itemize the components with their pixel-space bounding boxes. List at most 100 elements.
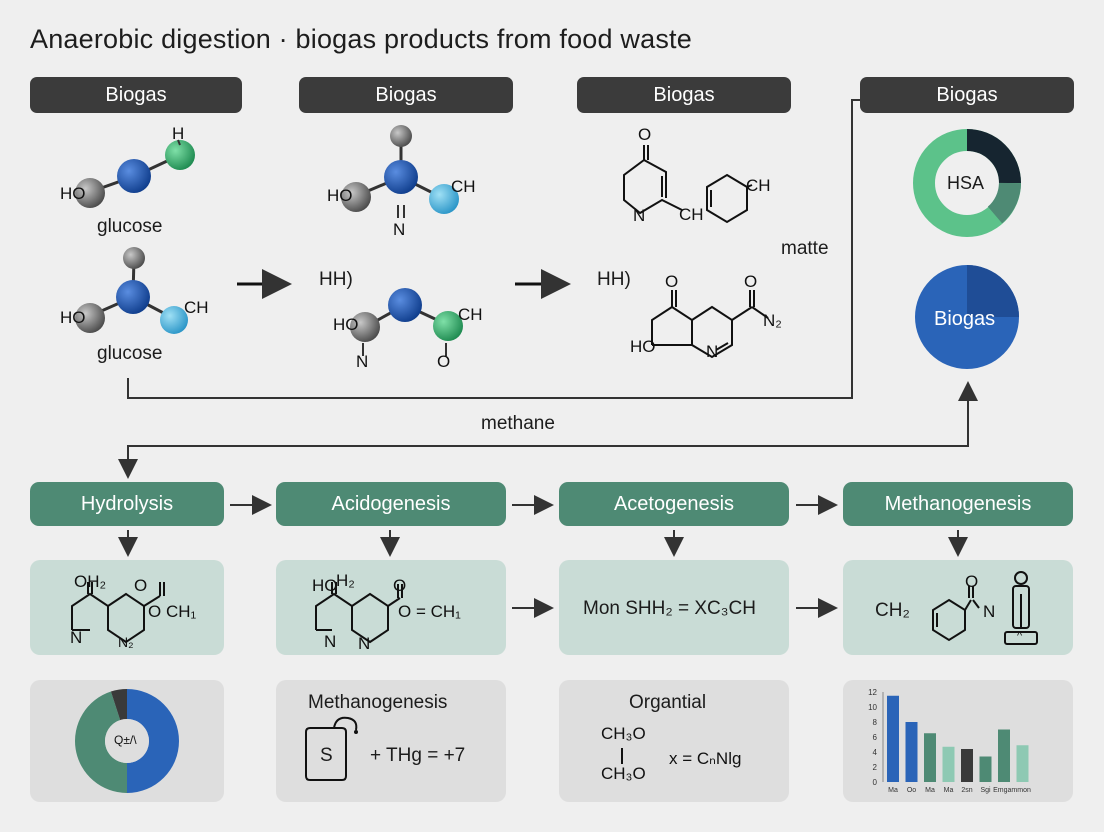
atom-label: OH₂	[74, 572, 107, 591]
hh-label: HH)	[597, 269, 631, 290]
pie-slice	[127, 689, 179, 793]
atom-grey	[75, 178, 105, 208]
methane-label: methane	[481, 413, 555, 434]
methanogenesis-box: CH₂ O N ^	[843, 560, 1073, 655]
structure-icon	[932, 571, 1038, 645]
hh-label: HH)	[319, 269, 353, 290]
methanogenesis-title: Methanogenesis	[308, 692, 448, 713]
atom-grey	[123, 247, 145, 269]
y-tick-label: 4	[873, 748, 878, 757]
atom-blue	[384, 160, 418, 194]
stage-acidogenesis: Acidogenesis	[276, 482, 506, 526]
atom-label: HO	[312, 576, 338, 595]
atom-cyan	[429, 184, 459, 214]
structure-6	[706, 173, 753, 224]
atom-label: O = CH₁	[398, 602, 461, 621]
page-title: Anaerobic digestion · biogas products fr…	[30, 24, 692, 54]
atom-label: O	[744, 272, 758, 291]
atom-label: O	[393, 576, 407, 595]
s-label: S	[320, 745, 333, 766]
atom-label: HO	[333, 315, 359, 334]
ch3o-bottom: CH₃O	[601, 764, 646, 783]
atom-label: N	[706, 342, 719, 361]
x-tick-label: Ma	[925, 787, 935, 794]
atom-label: N	[633, 206, 646, 225]
atom-grey	[350, 312, 380, 342]
atom-label: HO	[327, 186, 353, 205]
glucose-label: glucose	[97, 216, 163, 237]
atom-green	[433, 311, 463, 341]
stage-methanogenesis: Methanogenesis	[843, 482, 1073, 526]
bar	[961, 749, 973, 782]
bar	[979, 756, 992, 782]
bond-line	[621, 748, 623, 764]
methanogenesis-formula: + THg = +7	[370, 745, 466, 766]
atom-label: O	[965, 572, 979, 591]
atom-label: N	[324, 632, 337, 651]
hsa-donut-chart	[913, 129, 1021, 237]
x-tick-label: Sgi	[980, 787, 991, 794]
atom-label: N₂	[763, 311, 782, 330]
atom-label: H₂	[336, 571, 355, 590]
ch3o-top: CH₃O	[601, 724, 646, 743]
flow-connector	[127, 99, 860, 399]
donut-center-label: HSA	[947, 173, 985, 193]
y-tick-label: 0	[873, 778, 878, 787]
caret-label: ^	[1017, 630, 1023, 642]
atom-label: N	[70, 628, 83, 647]
bottom-pie-box: Q±/\	[30, 680, 224, 802]
atom-label: CH	[679, 205, 704, 224]
atom-grey	[390, 125, 412, 147]
y-tick-label: 8	[873, 718, 878, 727]
bar	[942, 746, 955, 782]
bar	[905, 722, 918, 782]
pie-center-label: Q±/\	[114, 733, 137, 747]
atom-label: CH	[451, 177, 476, 196]
atom-label: H	[172, 124, 185, 143]
biogas-pill-4: Biogas	[860, 77, 1074, 113]
atom-label: N	[356, 352, 369, 371]
atom-grey	[75, 303, 105, 333]
structure-icon	[315, 582, 403, 644]
y-tick-label: 10	[868, 703, 877, 712]
organtial-title: Organtial	[629, 692, 707, 713]
acidogenesis-box: HO H₂ O O = CH₁ N N	[276, 560, 506, 655]
stage-hydrolysis: Hydrolysis	[30, 482, 224, 526]
acetogenesis-formula: Mon SHH₂ = XC₃CH	[583, 598, 756, 619]
acetogenesis-box: Mon SHH₂ = XC₃CH	[559, 560, 789, 655]
y-tick-label: 6	[873, 733, 878, 742]
x-tick-label: 2sn	[961, 787, 972, 794]
atom-label: N	[393, 220, 406, 239]
atom-label: O	[638, 125, 652, 144]
y-tick-label: 12	[868, 688, 877, 697]
bar	[1016, 745, 1029, 782]
hydrolysis-box: OH₂ O O CH₁ N N₂	[30, 560, 224, 655]
atom-label: CH	[746, 176, 771, 195]
atom-label: CH	[184, 298, 209, 317]
x-tick-label: Oo	[907, 787, 916, 794]
biogas-pill-2: Biogas	[299, 77, 513, 113]
pie-center-label: Biogas	[934, 308, 996, 330]
bar	[998, 729, 1010, 782]
atom-label: O	[437, 352, 451, 371]
atom-label: HO	[630, 337, 656, 356]
biogas-pie-chart	[915, 265, 1019, 369]
bar	[887, 695, 899, 782]
pie-hole	[105, 719, 149, 763]
atom-label: CH	[458, 305, 483, 324]
biogas-pill-3: Biogas	[577, 77, 791, 113]
atom-label: O	[665, 272, 679, 291]
y-tick-label: 2	[873, 763, 878, 772]
container-icon	[305, 716, 358, 781]
pie-slice	[110, 689, 127, 721]
atom-label: O	[134, 576, 148, 595]
bottom-pie-chart	[74, 689, 179, 793]
organtial-box: Organtial CH₃O CH₃O x = CₙNlg	[559, 680, 789, 802]
atom-blue	[116, 280, 150, 314]
organtial-formula: x = CₙNlg	[669, 749, 742, 768]
structure-7	[651, 290, 769, 359]
glucose-label: glucose	[97, 343, 163, 364]
atom-label: N₂	[118, 634, 134, 650]
